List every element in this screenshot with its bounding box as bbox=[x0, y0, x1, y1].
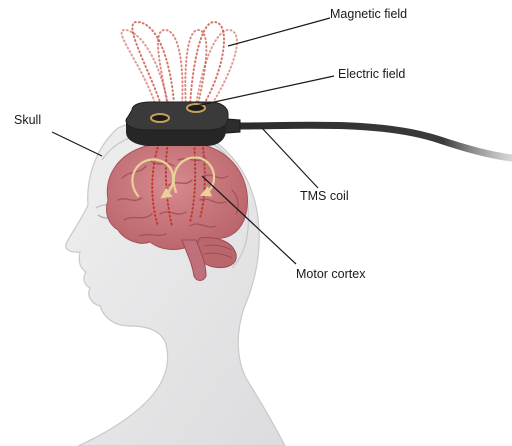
leader-tms-coil bbox=[262, 128, 318, 188]
leader-electric-field bbox=[196, 76, 334, 106]
leader-magnetic-field bbox=[228, 18, 330, 46]
coil-top bbox=[126, 102, 228, 130]
brain bbox=[106, 141, 247, 249]
label-motor-cortex: Motor cortex bbox=[296, 267, 366, 281]
leader-skull bbox=[52, 132, 102, 156]
tms-coil bbox=[126, 102, 228, 146]
coil-ring-left bbox=[151, 114, 169, 122]
coil-cable bbox=[236, 125, 512, 158]
label-electric-field: Electric field bbox=[338, 67, 405, 81]
label-skull: Skull bbox=[14, 113, 41, 127]
label-magnetic-field: Magnetic field bbox=[330, 7, 407, 21]
label-tms-coil: TMS coil bbox=[300, 189, 349, 203]
